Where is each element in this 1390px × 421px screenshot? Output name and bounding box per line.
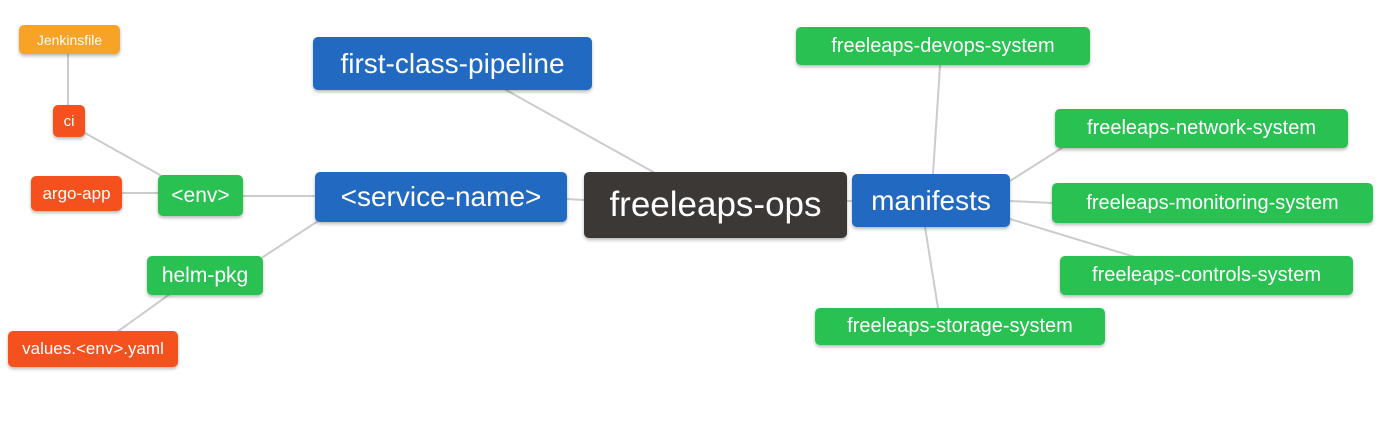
node-freeleaps-ops[interactable]: freeleaps-ops: [584, 172, 847, 238]
node-service-name[interactable]: <service-name>: [315, 172, 567, 222]
node-jenkinsfile[interactable]: Jenkinsfile: [19, 25, 120, 54]
node-freeleaps-network-system[interactable]: freeleaps-network-system: [1055, 109, 1348, 148]
edge-service-name-helm-pkg: [262, 220, 319, 258]
node-argo-app[interactable]: argo-app: [31, 176, 122, 211]
node-ci[interactable]: ci: [53, 105, 85, 137]
edge-manifests-controls: [1009, 218, 1136, 258]
node-helm-pkg[interactable]: helm-pkg: [147, 256, 263, 295]
edge-manifests-storage: [924, 226, 939, 309]
edge-ci-env: [84, 132, 161, 176]
edge-service-name-freeleaps-ops: [566, 198, 585, 201]
node-freeleaps-monitoring-system[interactable]: freeleaps-monitoring-system: [1052, 183, 1373, 223]
node-manifests[interactable]: manifests: [852, 174, 1010, 227]
node-env[interactable]: <env>: [158, 175, 243, 216]
edge-manifests-monitoring: [1009, 200, 1053, 204]
edge-pipeline-freeleaps-ops: [505, 89, 656, 174]
node-freeleaps-storage-system[interactable]: freeleaps-storage-system: [815, 308, 1105, 345]
edge-helm-pkg-values: [116, 293, 171, 333]
node-freeleaps-controls-system[interactable]: freeleaps-controls-system: [1060, 256, 1353, 295]
node-values-env-yaml[interactable]: values.<env>.yaml: [8, 331, 178, 367]
edge-manifests-network: [1009, 147, 1063, 182]
edge-manifests-devops: [932, 65, 941, 175]
node-first-class-pipeline[interactable]: first-class-pipeline: [313, 37, 592, 90]
node-freeleaps-devops-system[interactable]: freeleaps-devops-system: [796, 27, 1090, 65]
